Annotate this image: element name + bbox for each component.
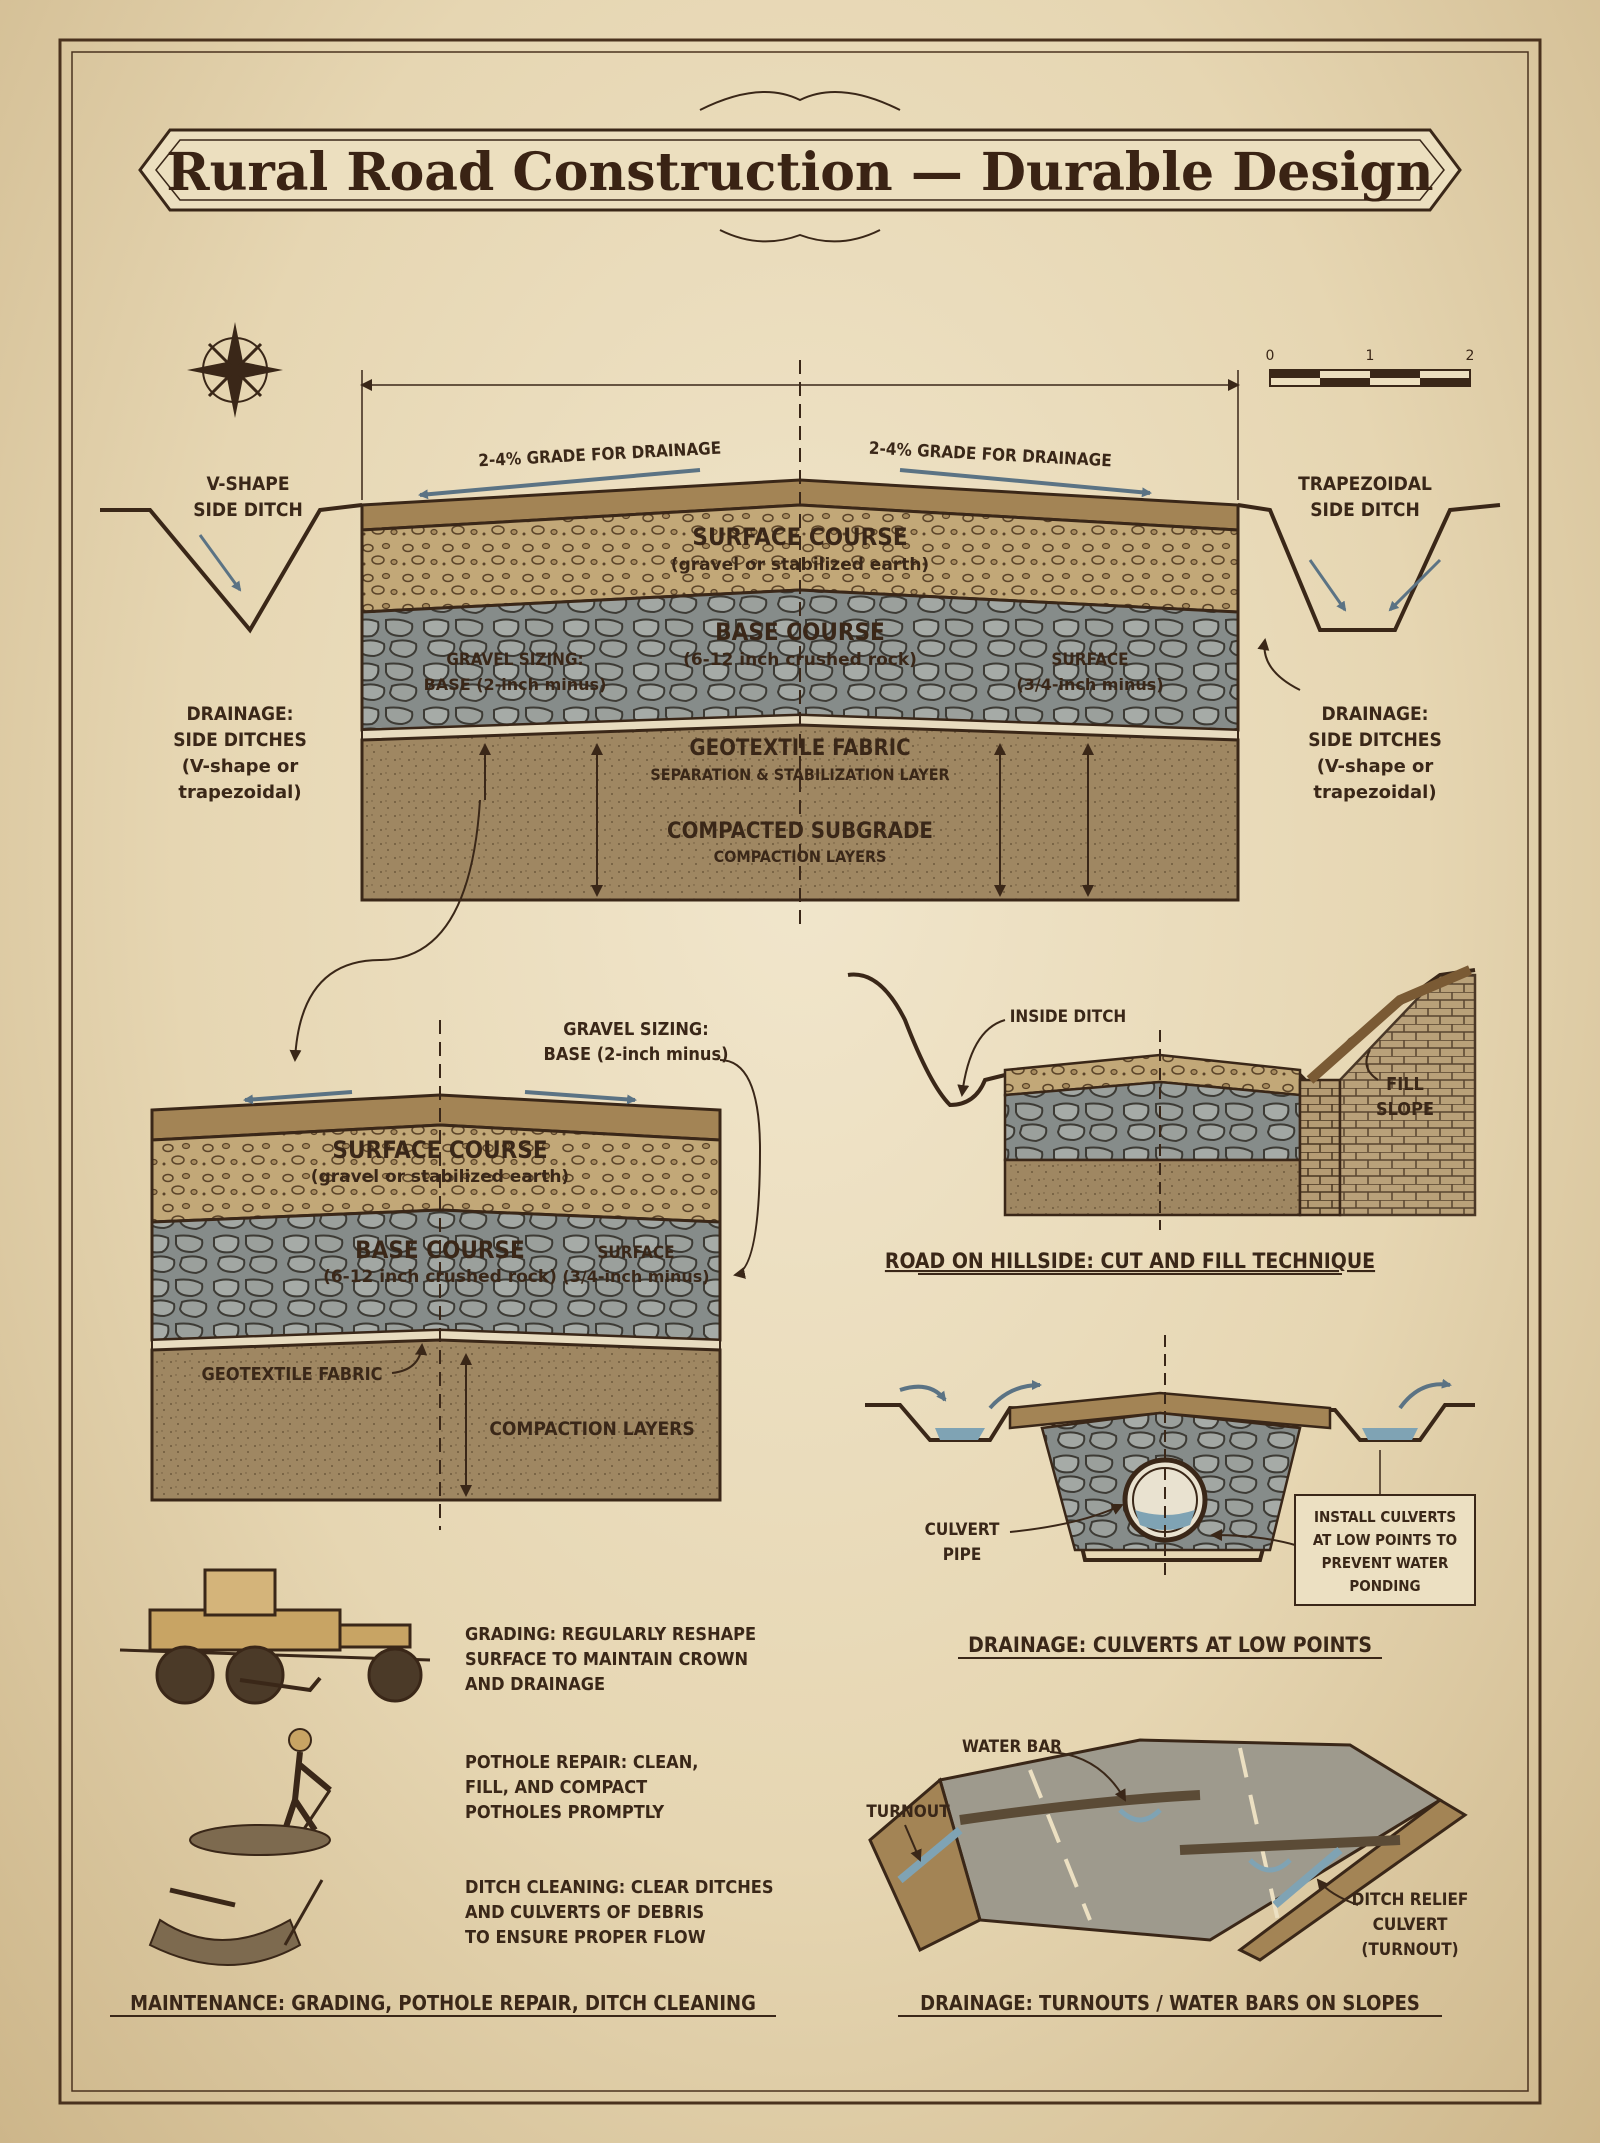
detail-geotextile: GEOTEXTILE FABRIC: [201, 1364, 382, 1385]
grader-icon: [119, 1568, 431, 1705]
install-note-2: AT LOW POINTS TO: [1313, 1531, 1457, 1549]
scale-label-2: 2: [1466, 348, 1475, 364]
scale-label-0: 0: [1266, 348, 1275, 364]
grade-label-right: 2-4% GRADE FOR DRAINAGE: [868, 439, 1112, 472]
ditch-line-2: AND CULVERTS OF DEBRIS: [465, 1902, 704, 1923]
detail-base-course: BASE COURSE: [355, 1236, 525, 1264]
pothole-line-2: FILL, AND COMPACT: [465, 1777, 647, 1798]
drainage-left-1: DRAINAGE:: [186, 703, 293, 725]
subgrade-label: COMPACTED SUBGRADE: [667, 819, 933, 844]
drainage-right-2: SIDE DITCHES: [1308, 729, 1442, 751]
trap-ditch-label-1: TRAPEZOIDAL: [1298, 473, 1432, 495]
v-ditch-label-2: SIDE DITCH: [193, 499, 303, 521]
maintenance-section: GRADING: REGULARLY RESHAPE SURFACE TO MA…: [110, 1568, 776, 2017]
detail-surface-course-sub: (gravel or stabilized earth): [311, 1167, 569, 1187]
fill-slope-label-2: SLOPE: [1376, 1099, 1434, 1120]
gravel-sizing-label-2: BASE (2-inch minus): [424, 675, 607, 694]
relief-label-3: (TURNOUT): [1361, 1940, 1458, 1960]
culvert-pipe-label-1: CULVERT: [925, 1520, 1000, 1540]
hillside-caption: ROAD ON HILLSIDE: CUT AND FILL TECHNIQUE: [885, 1249, 1375, 1273]
drainage-left-4: trapezoidal): [178, 782, 301, 803]
water-bar-label: WATER BAR: [962, 1737, 1062, 1757]
surface-sizing-label-2: (3/4-inch minus): [1016, 675, 1163, 694]
relief-label-1: DITCH RELIEF: [1352, 1890, 1469, 1910]
surface-course-sub: (gravel or stabilized earth): [671, 555, 929, 575]
install-note-4: PONDING: [1349, 1577, 1420, 1595]
drainage-left-2: SIDE DITCHES: [173, 729, 307, 751]
install-note-3: PREVENT WATER: [1322, 1554, 1449, 1572]
page-title: Rural Road Construction — Durable Design: [166, 142, 1433, 203]
scale-bar: 0 1 2: [1266, 348, 1475, 387]
ornament-top: [699, 91, 901, 111]
ditch-line-3: TO ENSURE PROPER FLOW: [465, 1927, 706, 1948]
install-note-box: [1294, 1494, 1476, 1606]
detail-section: GRAVEL SIZING: BASE (2-inch minus) SURFA…: [150, 1019, 762, 1530]
compass-rose-icon: [187, 322, 283, 418]
drainage-right-3: (V-shape or: [1317, 756, 1434, 777]
drainage-right-1: DRAINAGE:: [1321, 703, 1428, 725]
fill-slope-label-1: FILL: [1386, 1074, 1424, 1095]
turnouts-caption: DRAINAGE: TURNOUTS / WATER BARS ON SLOPE…: [920, 1991, 1420, 2015]
detail-connector: [289, 799, 481, 1062]
culvert-pipe-label-2: PIPE: [943, 1545, 982, 1565]
culvert-diagram: CULVERT PIPE INSTALL CULVERTS AT LOW POI…: [865, 1335, 1476, 1659]
turnout-label: TURNOUT: [866, 1802, 950, 1822]
grading-line-1: GRADING: REGULARLY RESHAPE: [465, 1624, 756, 1645]
hillside-diagram: INSIDE DITCH FILL SLOPE ROAD ON HILLSIDE…: [847, 965, 1477, 1275]
detail-base-course-sub: (6-12 inch crushed rock): [323, 1267, 557, 1287]
maintenance-caption: MAINTENANCE: GRADING, POTHOLE REPAIR, DI…: [130, 1991, 756, 2015]
trapezoidal-ditch-profile: [1237, 503, 1501, 632]
subgrade-sub: COMPACTION LAYERS: [714, 847, 887, 866]
main-cross-section: 2-4% GRADE FOR DRAINAGE 2-4% GRADE FOR D…: [100, 360, 1501, 930]
base-course-label: BASE COURSE: [715, 618, 885, 646]
grade-label-left: 2-4% GRADE FOR DRAINAGE: [478, 439, 722, 472]
ditch-line-1: DITCH CLEANING: CLEAR DITCHES: [465, 1877, 774, 1898]
trap-ditch-label-2: SIDE DITCH: [1310, 499, 1420, 521]
detail-compaction: COMPACTION LAYERS: [489, 1418, 694, 1440]
relief-label-2: CULVERT: [1373, 1915, 1448, 1935]
ornament-bottom: [719, 229, 881, 243]
detail-surface-sizing-1: SURFACE: [597, 1243, 674, 1263]
grade-arrow-left: [418, 468, 701, 500]
v-ditch-label-1: V-SHAPE: [207, 473, 290, 495]
drainage-left-3: (V-shape or: [182, 756, 299, 777]
base-course-sub: (6-12 inch crushed rock): [683, 650, 917, 670]
detail-gravel-sizing-2: BASE (2-inch minus): [544, 1044, 729, 1065]
pothole-line-3: POTHOLES PROMPTLY: [465, 1802, 664, 1823]
grading-line-2: SURFACE TO MAINTAIN CROWN: [465, 1649, 748, 1670]
detail-gravel-sizing-1: GRAVEL SIZING:: [563, 1019, 708, 1040]
grading-line-3: AND DRAINAGE: [465, 1674, 605, 1695]
title-banner: Rural Road Construction — Durable Design: [138, 91, 1462, 243]
gravel-sizing-label-1: GRAVEL SIZING:: [446, 650, 583, 670]
inside-ditch-label: INSIDE DITCH: [1010, 1007, 1127, 1027]
scale-label-1: 1: [1366, 348, 1375, 364]
culvert-caption: DRAINAGE: CULVERTS AT LOW POINTS: [968, 1633, 1372, 1657]
inner-frame: [71, 51, 1529, 2092]
worker-shovel-icon: [189, 1728, 332, 1856]
grade-arrow-right: [899, 468, 1152, 498]
surface-course-label: SURFACE COURSE: [692, 523, 907, 551]
outer-frame: [58, 38, 1542, 2105]
geotextile-sub: SEPARATION & STABILIZATION LAYER: [650, 765, 949, 784]
ditch-cleaning-icon: [148, 1879, 324, 1966]
surface-sizing-label-1: SURFACE: [1051, 650, 1128, 670]
detail-surface-course: SURFACE COURSE: [332, 1136, 547, 1164]
drainage-right-4: trapezoidal): [1313, 782, 1436, 803]
detail-surface-sizing-2: (3/4-inch minus): [562, 1267, 709, 1286]
pothole-line-1: POTHOLE REPAIR: CLEAN,: [465, 1752, 698, 1773]
install-note-1: INSTALL CULVERTS: [1314, 1508, 1456, 1526]
v-ditch-profile: [100, 503, 363, 634]
turnouts-diagram: WATER BAR TURNOUT DITCH RELIEF CULVERT (…: [866, 1737, 1469, 2017]
geotextile-label: GEOTEXTILE FABRIC: [689, 736, 910, 761]
